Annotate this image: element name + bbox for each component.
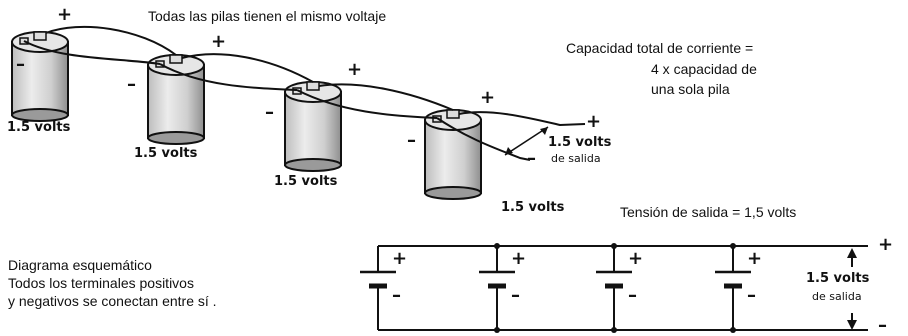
schematic-output-caption: de salida: [812, 290, 862, 303]
cell-3-voltage-label: 1.5 volts: [274, 174, 338, 189]
cell-4-voltage-label: 1.5 volts: [501, 200, 565, 215]
battery-cell-3: [284, 81, 342, 172]
cell-1-minus-sign: –: [16, 54, 25, 75]
battery-cell-1: [11, 31, 69, 122]
schematic-cell-3-plus: +: [628, 248, 644, 269]
schematic-cell-1-minus: –: [392, 285, 401, 306]
positive-wire: [45, 25, 586, 127]
cell-4-minus-sign: –: [407, 130, 416, 151]
capacity-line-3: una sola pila: [651, 81, 730, 97]
schematic-output-plus: +: [878, 234, 894, 255]
same-voltage-caption: Todas las pilas tienen el mismo voltaje: [148, 8, 387, 24]
pictorial-output-caption: de salida: [551, 152, 601, 165]
schematic-output-value: 1.5 volts: [806, 271, 870, 286]
schematic-circuit: [360, 245, 868, 331]
schematic-title: Diagrama esquemático: [8, 257, 152, 273]
cell-1-plus-sign: +: [57, 4, 73, 25]
output-span-arrow: [504, 126, 549, 156]
schematic-cell-1-plus: +: [392, 248, 408, 269]
battery-cell-2: [147, 54, 205, 145]
cell-1-voltage-label: 1.5 volts: [7, 120, 71, 135]
cell-2-voltage-label: 1.5 volts: [134, 146, 198, 161]
schematic-cell-3-minus: –: [628, 285, 637, 306]
schematic-output-minus: –: [878, 315, 887, 336]
schematic-desc-line-1: Todos los terminales positivos: [8, 275, 194, 291]
battery-cell-4: [424, 109, 482, 200]
output-plus-sign: +: [586, 111, 602, 132]
schematic-cell-2-plus: +: [511, 248, 527, 269]
schematic-desc-line-2: y negativos se conectan entre sí .: [8, 293, 217, 309]
output-tension-caption: Tensión de salida = 1,5 volts: [620, 204, 797, 220]
schematic-cell-4-minus: –: [747, 285, 756, 306]
schematic-cell-4-plus: +: [747, 248, 763, 269]
cell-3-minus-sign: –: [265, 102, 274, 123]
capacity-line-1: Capacidad total de corriente =: [566, 40, 754, 56]
schematic-cell-2-minus: –: [511, 285, 520, 306]
cell-4-plus-sign: +: [480, 87, 496, 108]
output-minus-sign: –: [527, 148, 536, 169]
cell-2-plus-sign: +: [211, 31, 227, 52]
negative-wire: [23, 40, 531, 161]
cell-2-minus-sign: –: [127, 74, 136, 95]
capacity-line-2: 4 x capacidad de: [651, 61, 757, 77]
cell-3-plus-sign: +: [347, 59, 363, 80]
pictorial-output-value: 1.5 volts: [548, 135, 612, 150]
